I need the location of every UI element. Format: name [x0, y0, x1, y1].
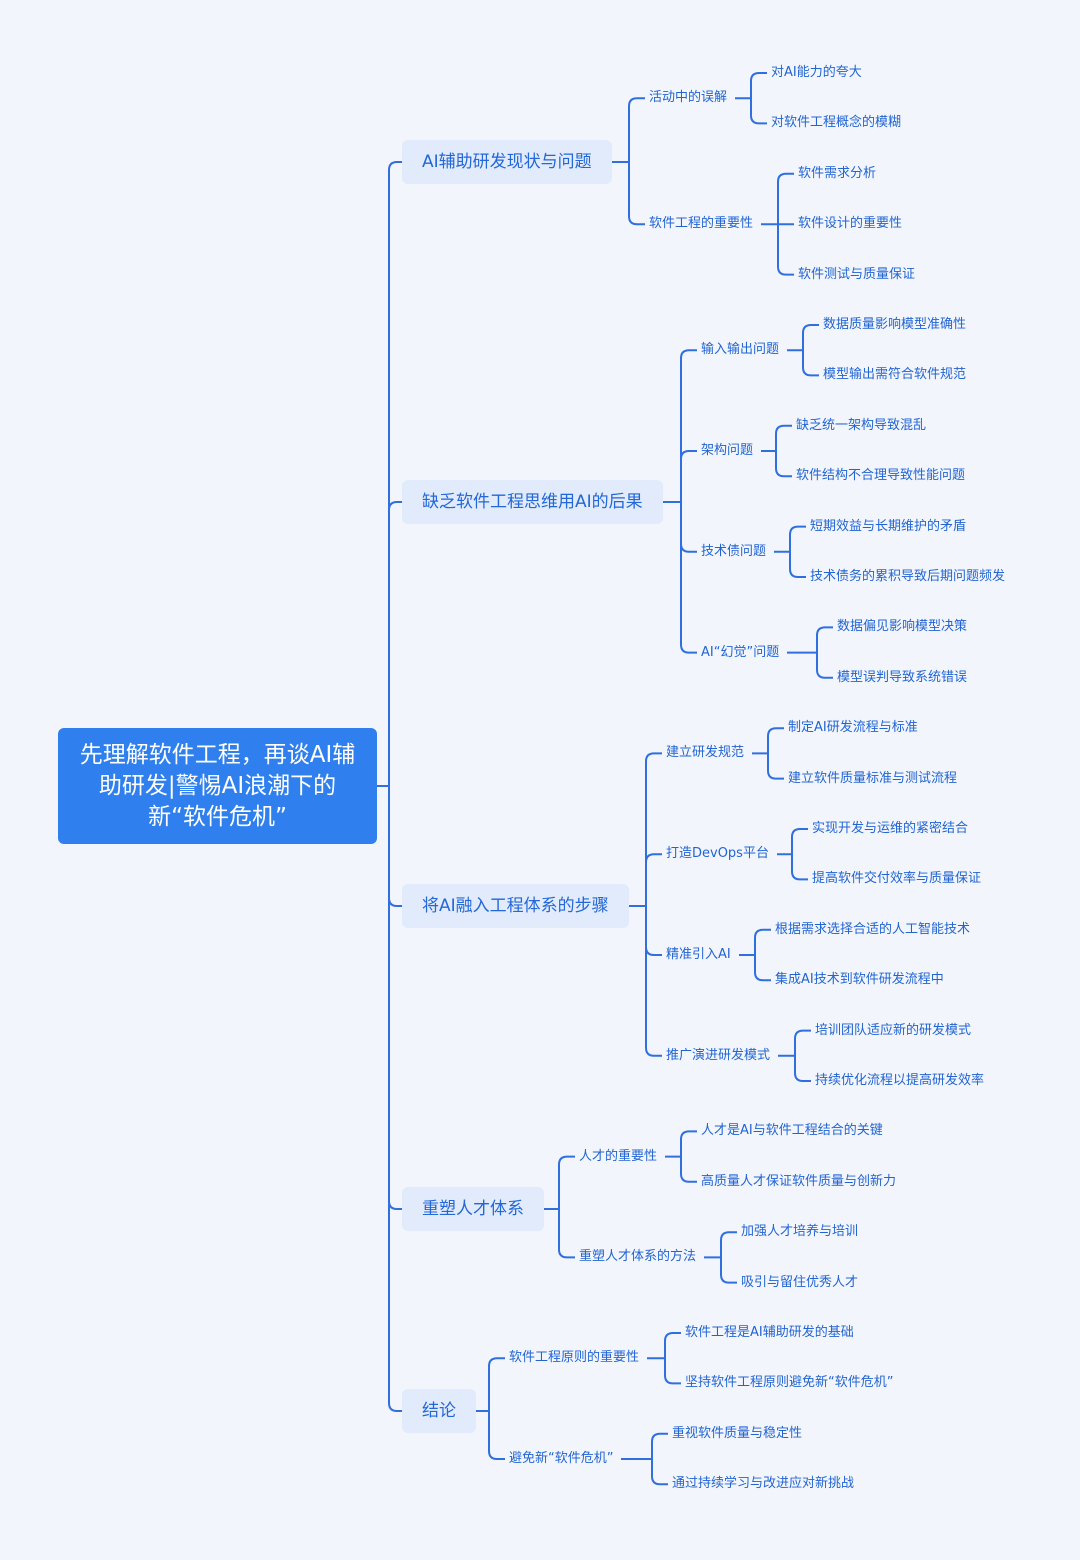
subtopic-node[interactable]: 输入输出问题 [701, 342, 780, 358]
leaf-node[interactable]: 坚持软件工程原则避免新“软件危机” [685, 1375, 894, 1391]
leaf-node[interactable]: 通过持续学习与改进应对新挑战 [672, 1476, 855, 1492]
leaf-node[interactable]: 提高软件交付效率与质量保证 [812, 871, 982, 887]
subtopic-node[interactable]: 架构问题 [701, 443, 754, 458]
root-node[interactable]: 先理解软件工程，再谈AI辅助研发|警惕AI浪潮下的新“软件危机” [58, 728, 377, 844]
connector [544, 1155, 575, 1259]
leaf-node[interactable]: 数据质量影响模型准确性 [823, 317, 967, 332]
connector [663, 349, 697, 654]
subtopic-node[interactable]: 技术债问题 [701, 543, 767, 559]
leaf-node[interactable]: 软件设计的重要性 [798, 216, 903, 232]
leaf-node[interactable]: 技术债务的累积导致后期问题频发 [810, 569, 1006, 584]
subtopic-node[interactable]: 软件工程原则的重要性 [509, 1350, 640, 1366]
leaf-node[interactable]: 持续优化流程以提高研发效率 [815, 1073, 985, 1088]
leaf-node[interactable]: 吸引与留住优秀人才 [741, 1274, 859, 1290]
leaf-node[interactable]: 集成AI技术到软件研发流程中 [775, 972, 944, 988]
connector [665, 1130, 697, 1183]
subtopic-node[interactable]: 软件工程的重要性 [649, 216, 754, 232]
subtopic-node[interactable]: 重塑人才体系的方法 [579, 1249, 697, 1265]
subtopic-node[interactable]: 活动中的误解 [649, 90, 728, 106]
subtopic-node[interactable]: 推广演进研发模式 [666, 1047, 771, 1063]
root-title: 先理解软件工程，再谈AI辅助研发|警惕AI浪潮下的新“软件危机” [79, 741, 356, 830]
subtopic-node[interactable]: 避免新“软件危机” [509, 1451, 614, 1466]
connector [739, 928, 771, 982]
connector [761, 424, 792, 478]
leaf-node[interactable]: 制定AI研发流程与标准 [788, 720, 918, 736]
leaf-node[interactable]: 实现开发与运维的紧密结合 [812, 821, 969, 836]
leaf-node[interactable]: 模型输出需符合软件规范 [823, 367, 967, 383]
leaf-node[interactable]: 建立软件质量标准与测试流程 [788, 770, 958, 786]
subtopic-node[interactable]: 精准引入AI [666, 947, 731, 962]
leaf-node[interactable]: 加强人才培养与培训 [741, 1224, 859, 1240]
connector [778, 1029, 811, 1082]
subtopic-node[interactable]: 打造DevOps平台 [666, 846, 769, 862]
leaf-node[interactable]: 对AI能力的夸大 [771, 65, 862, 80]
leaf-node[interactable]: 短期效益与长期维护的矛盾 [810, 518, 967, 534]
leaf-node[interactable]: 根据需求选择合适的人工智能技术 [775, 921, 971, 937]
leaf-node[interactable]: 软件测试与质量保证 [798, 266, 916, 282]
leaf-node[interactable]: 培训团队适应新的研发模式 [815, 1022, 972, 1038]
leaf-node[interactable]: 对软件工程概念的模糊 [771, 115, 902, 131]
connector [704, 1231, 737, 1284]
connector [735, 72, 767, 125]
connector [787, 626, 833, 679]
connector [787, 324, 819, 377]
subtopic-node[interactable]: AI“幻觉”问题 [701, 644, 780, 660]
branch-node[interactable]: 重塑人才体系 [402, 1187, 544, 1231]
connector [621, 1432, 668, 1486]
connector [777, 828, 808, 881]
leaf-node[interactable]: 软件工程是AI辅助研发的基础 [685, 1325, 854, 1340]
connector [761, 172, 794, 276]
leaf-node[interactable]: 数据偏见影响模型决策 [837, 619, 968, 635]
leaf-node[interactable]: 重视软件质量与稳定性 [672, 1425, 803, 1441]
branch-node[interactable]: 结论 [402, 1389, 476, 1433]
branch-node[interactable]: AI辅助研发现状与问题 [402, 140, 612, 184]
leaf-node[interactable]: 高质量人才保证软件质量与创新力 [701, 1173, 897, 1189]
connector [377, 161, 402, 1412]
leaf-node[interactable]: 软件结构不合理导致性能问题 [796, 468, 966, 484]
leaf-node[interactable]: 人才是AI与软件工程结合的关键 [701, 1123, 883, 1139]
leaf-node[interactable]: 模型误判导致系统错误 [837, 669, 968, 685]
branch-node[interactable]: 将AI融入工程体系的步骤 [402, 884, 629, 928]
branch-node[interactable]: 缺乏软件工程思维用AI的后果 [402, 480, 663, 524]
connector [774, 525, 806, 578]
connector [612, 97, 645, 226]
leaf-node[interactable]: 软件需求分析 [798, 165, 877, 181]
subtopic-node[interactable]: 人才的重要性 [579, 1148, 658, 1164]
connector [629, 752, 662, 1057]
subtopic-node[interactable]: 建立研发规范 [666, 745, 745, 761]
connector [476, 1357, 505, 1460]
connector [752, 727, 784, 780]
leaf-node[interactable]: 缺乏统一架构导致混乱 [796, 417, 927, 433]
connector [647, 1332, 681, 1385]
